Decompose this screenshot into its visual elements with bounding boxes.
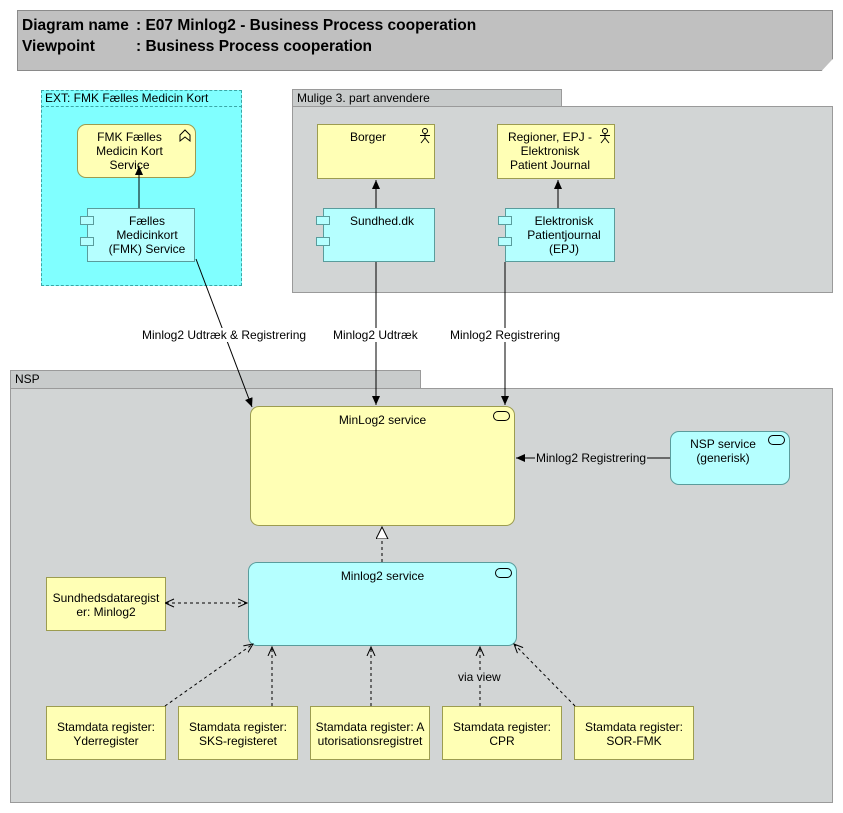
yder-access-line — [164, 644, 253, 707]
stamdata-sor-fmk-label: Stamdata register: SOR-FMK — [584, 720, 684, 748]
viewpoint-line: Viewpoint : Business Process cooperation — [22, 38, 372, 56]
stamdata-cpr-label: Stamdata register: CPR — [452, 720, 552, 748]
sor-access-line — [514, 644, 576, 707]
stamdata-sor-fmk[interactable]: Stamdata register: SOR-FMK — [574, 706, 694, 760]
viewpoint-label: Viewpoint — [22, 38, 95, 55]
diagram-name-label: Diagram name — [22, 17, 129, 34]
actor-icon — [420, 128, 430, 144]
epj-flow-label: Minlog2 Registrering — [449, 328, 562, 342]
minlog2-application-service-label: Minlog2 service — [340, 569, 425, 583]
fmk-flow-label: Minlog2 Udtræk & Registrering — [141, 328, 308, 342]
service-icon — [768, 435, 785, 445]
minlog2-application-service[interactable]: Minlog2 service — [248, 562, 517, 646]
sundhed-flow-label: Minlog2 Udtræk — [332, 328, 419, 342]
stamdata-yderregister-label: Stamdata register: Yderregister — [56, 720, 156, 748]
stamdata-autorisationsregistret[interactable]: Stamdata register: Autorisationsregistre… — [310, 706, 430, 760]
ext-fmk-group-title: EXT: FMK Fælles Medicin Kort — [41, 90, 242, 107]
component-tab-icon — [80, 216, 94, 225]
diagram-name-value: : E07 Minlog2 - Business Process coopera… — [136, 17, 477, 34]
third-party-group-title: Mulige 3. part anvendere — [292, 89, 562, 107]
viewpoint-value: : Business Process cooperation — [136, 38, 373, 55]
borger-actor-label: Borger — [349, 130, 387, 144]
component-tab-icon — [316, 216, 330, 225]
diagram-name-line: Diagram name : E07 Minlog2 - Business Pro… — [22, 17, 476, 35]
diagram-header: Diagram name : E07 Minlog2 - Business Pro… — [17, 10, 833, 71]
minlog2-business-service[interactable]: MinLog2 service — [250, 406, 515, 526]
minlog2-business-service-label: MinLog2 service — [338, 413, 427, 427]
stamdata-yderregister[interactable]: Stamdata register: Yderregister — [46, 706, 166, 760]
regioner-actor-label: Regioner, EPJ - Elektronisk Patient Jour… — [507, 130, 593, 172]
component-tab-icon — [316, 237, 330, 246]
service-icon — [493, 411, 510, 421]
component-tab-icon — [80, 237, 94, 246]
sundhed-dk-component-label: Sundhed.dk — [349, 214, 415, 228]
cpr-via-view-label: via view — [457, 670, 502, 684]
sundhedsdataregister-object[interactable]: Sundhedsdataregister: Minlog2 — [46, 577, 166, 631]
stamdata-sks-label: Stamdata register: SKS-registeret — [188, 720, 288, 748]
nsp-generic-service[interactable]: NSP service (generisk) — [670, 431, 790, 485]
epj-component-label: Elektronisk Patientjournal (EPJ) — [527, 214, 601, 256]
component-tab-icon — [498, 237, 512, 246]
stamdata-sks-registeret[interactable]: Stamdata register: SKS-registeret — [178, 706, 298, 760]
business-service-icon — [179, 129, 191, 143]
stamdata-cpr[interactable]: Stamdata register: CPR — [442, 706, 562, 760]
nsp-flow-label: Minlog2 Registrering — [535, 451, 648, 465]
sundhedsdataregister-label: Sundhedsdataregister: Minlog2 — [52, 591, 160, 619]
fmk-application-component[interactable]: Fælles Medicinkort (FMK) Service — [87, 208, 195, 262]
nsp-generic-service-label: NSP service (generisk) — [690, 437, 756, 465]
regioner-actor[interactable]: Regioner, EPJ - Elektronisk Patient Jour… — [497, 124, 615, 179]
sundhed-dk-component[interactable]: Sundhed.dk — [323, 208, 435, 262]
borger-actor[interactable]: Borger — [317, 124, 435, 179]
component-tab-icon — [498, 216, 512, 225]
service-icon — [495, 568, 512, 578]
fmk-application-component-label: Fælles Medicinkort (FMK) Service — [108, 214, 186, 256]
epj-component[interactable]: Elektronisk Patientjournal (EPJ) — [505, 208, 615, 262]
actor-icon — [600, 128, 610, 144]
stamdata-autorisation-label: Stamdata register: Autorisationsregistre… — [315, 720, 425, 748]
